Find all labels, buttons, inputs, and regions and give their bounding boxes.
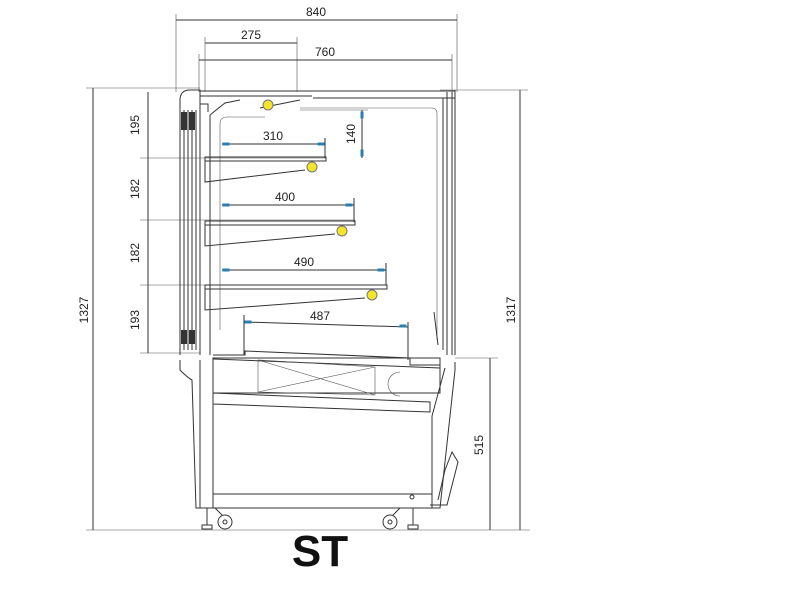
- wheel-icon: [201, 507, 233, 530]
- dimension-515: 515: [472, 358, 491, 530]
- dimension-shelf-gaps: 195 182 182 193: [128, 92, 149, 353]
- dimension-label: 140: [344, 124, 358, 144]
- lamp-icon: [262, 99, 274, 111]
- lamp-icon: [336, 225, 348, 237]
- dimension-label: 400: [275, 190, 295, 204]
- lamp-icon: [366, 289, 378, 301]
- dimension-label: 515: [472, 435, 486, 455]
- dimension-label: 840: [306, 5, 326, 19]
- dimension-840: 840: [176, 5, 457, 21]
- dimension-487: 487: [243, 309, 409, 360]
- dimension-760: 760: [199, 45, 452, 61]
- dimension-275: 275: [205, 28, 297, 44]
- shelf-1: [204, 156, 327, 183]
- display-case: [179, 89, 456, 355]
- shelf-2: [204, 220, 356, 247]
- shelf-3: [204, 284, 388, 311]
- dimension-400: 400: [222, 190, 355, 222]
- dimension-1317: 1317: [504, 90, 521, 530]
- castor-wheels: [201, 507, 419, 530]
- dimension-label: 310: [263, 129, 283, 143]
- dimension-490: 490: [222, 255, 387, 285]
- dimension-arrows: [222, 111, 407, 328]
- dimension-1327: 1327: [77, 88, 94, 530]
- dimension-label: 182: [128, 243, 142, 263]
- dimension-label: 760: [315, 45, 335, 59]
- dimension-label: 193: [128, 310, 142, 330]
- dimension-label: 275: [241, 28, 261, 42]
- dimension-140: 140: [344, 110, 363, 158]
- dimension-label: 487: [310, 309, 330, 323]
- dimension-label: 490: [294, 255, 314, 269]
- model-label: ST: [292, 527, 348, 576]
- lower-cabinet: [179, 360, 459, 509]
- dimension-label: 195: [128, 115, 142, 135]
- wheel-icon: [382, 507, 419, 530]
- display-deck: [212, 350, 441, 413]
- lamp-icon: [306, 161, 318, 173]
- dimension-label: 1317: [504, 296, 518, 323]
- lamp-icons: [262, 99, 378, 301]
- dimension-label: 1327: [77, 296, 91, 323]
- dimension-label: 182: [128, 179, 142, 199]
- dimension-310: 310: [222, 129, 326, 158]
